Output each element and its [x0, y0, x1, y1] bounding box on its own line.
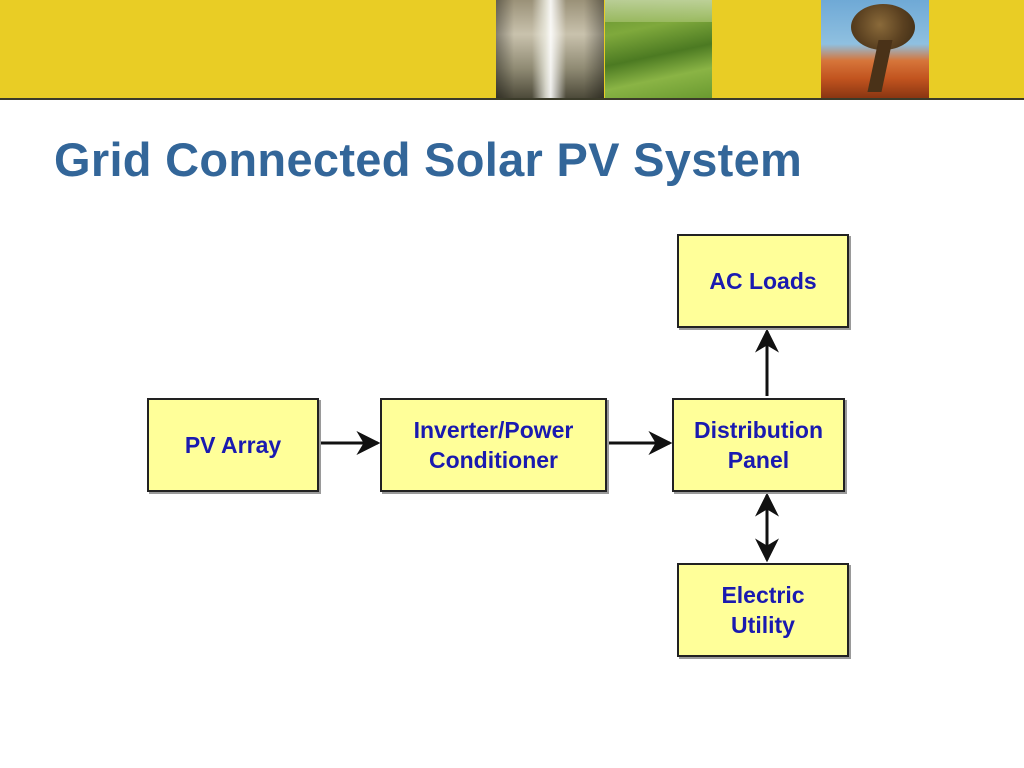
- distribution-label-line-2: Panel: [727, 447, 790, 473]
- inverter-label-line-2: Conditioner: [428, 447, 559, 473]
- ac-loads-box: AC Loads: [677, 234, 849, 328]
- inverter-label-line-1: Inverter/Power: [413, 417, 574, 443]
- header-band: [0, 0, 1024, 100]
- distribution-panel-box: Distribution Panel: [672, 398, 845, 492]
- distribution-label-line-1: Distribution: [693, 417, 824, 443]
- inverter-power-conditioner-box: Inverter/Power Conditioner: [380, 398, 607, 492]
- pv-array-box: PV Array: [147, 398, 319, 492]
- pv-array-label: PV Array: [184, 432, 282, 458]
- ac-loads-label: AC Loads: [709, 268, 817, 294]
- utility-label-line-1: Electric: [721, 582, 805, 608]
- utility-label-line-2: Utility: [731, 612, 795, 638]
- electric-utility-box: Electric Utility: [677, 563, 849, 657]
- green-field-photo: [605, 0, 712, 98]
- tree-photo: [821, 0, 929, 98]
- waterfall-photo: [496, 0, 604, 98]
- slide-title: Grid Connected Solar PV System: [54, 133, 803, 186]
